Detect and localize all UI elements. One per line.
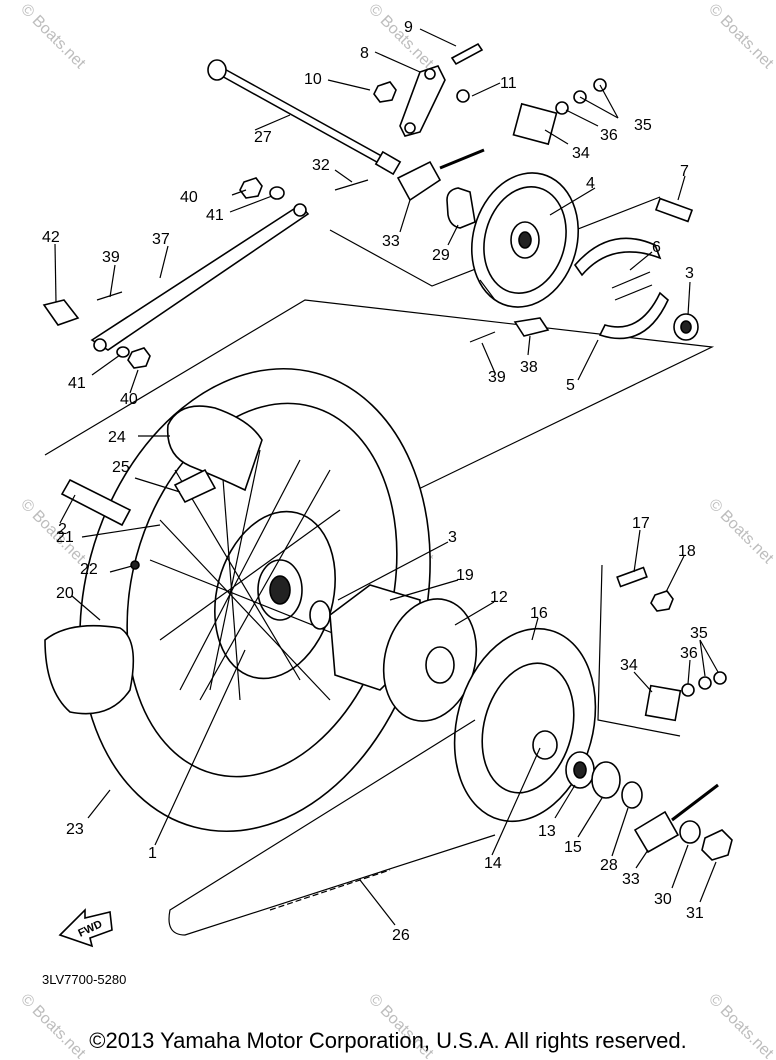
callout-label: 39 (102, 249, 120, 266)
callout-label: 11 (500, 75, 517, 92)
rear-axle (207, 59, 402, 176)
callout-label: 22 (80, 561, 98, 578)
callout-label: 30 (654, 891, 672, 908)
callout-label: 31 (686, 905, 704, 922)
assembly-outlines (44, 196, 715, 737)
callout-label: 2 (58, 521, 67, 538)
callout-label: 14 (484, 855, 502, 872)
callout-label: 5 (566, 377, 575, 394)
callout-label: 17 (632, 515, 650, 532)
callout-label: 3 (685, 265, 694, 282)
callout-label: 28 (600, 857, 618, 874)
drive-chain (168, 719, 496, 936)
callout-label: 16 (530, 605, 548, 622)
chain-adjuster-top (512, 78, 607, 146)
callouts: 1 2 3 3 4 5 6 7 8 9 10 11 12 13 14 15 16… (42, 19, 708, 944)
callout-label: 34 (572, 145, 590, 162)
callout-label: 23 (66, 821, 84, 838)
brake-shoes (573, 197, 699, 341)
callout-label: 15 (564, 839, 582, 856)
callout-label: 10 (304, 71, 322, 88)
brake-torque-rod (42, 177, 550, 369)
callout-label: 35 (634, 117, 652, 134)
callout-label: 7 (680, 163, 689, 180)
callout-label: 24 (108, 429, 126, 446)
callout-label: 32 (312, 157, 330, 174)
callout-label: 13 (538, 823, 556, 840)
callout-label: 41 (68, 375, 86, 392)
callout-label: 40 (120, 391, 138, 408)
callout-label: 39 (488, 369, 506, 386)
diagram-code: 3LV7700-5280 (42, 972, 126, 987)
axle-hardware-right (565, 671, 733, 861)
watermark: © Boats.net (17, 496, 89, 568)
callout-label: 38 (520, 359, 538, 376)
callout-label: 3 (448, 529, 457, 546)
copyright-notice: ©2013 Yamaha Motor Corporation, U.S.A. A… (89, 1028, 687, 1053)
callout-label: 25 (112, 459, 130, 476)
callout-label: 9 (404, 19, 413, 36)
callout-label: 6 (652, 239, 661, 256)
callout-label: 36 (680, 645, 698, 662)
callout-label: 27 (254, 129, 272, 146)
callout-label: 4 (586, 175, 595, 192)
callout-label: 29 (432, 247, 450, 264)
callout-label: 41 (206, 207, 224, 224)
callout-label: 8 (360, 45, 369, 62)
callout-label: 40 (180, 189, 198, 206)
callout-label: 18 (678, 543, 696, 560)
callout-label: 36 (600, 127, 618, 144)
brake-cam-lever (373, 42, 484, 137)
callout-label: 33 (382, 233, 400, 250)
tube-and-spacers (44, 405, 263, 715)
watermark: © Boats.net (705, 496, 776, 568)
callout-label: 42 (42, 229, 60, 246)
watermark: © Boats.net (17, 1, 89, 73)
callout-label: 12 (490, 589, 508, 606)
callout-label: 19 (456, 567, 474, 584)
callout-label: 33 (622, 871, 640, 888)
callout-label: 20 (56, 585, 74, 602)
watermark: © Boats.net (705, 1, 776, 73)
callout-label: 26 (392, 927, 410, 944)
callout-label: 34 (620, 657, 638, 674)
axle-adjuster-left (334, 148, 485, 229)
watermark: © Boats.net (365, 1, 437, 73)
fwd-arrow: FWD (58, 908, 113, 948)
callout-label: 1 (148, 845, 157, 862)
callout-label: 21 (56, 529, 74, 546)
rear-sprocket (453, 566, 674, 823)
callout-label: 35 (690, 625, 708, 642)
leader-lines (54, 28, 719, 926)
callout-label: 37 (152, 231, 170, 248)
brake-shoe-plate (470, 172, 580, 308)
